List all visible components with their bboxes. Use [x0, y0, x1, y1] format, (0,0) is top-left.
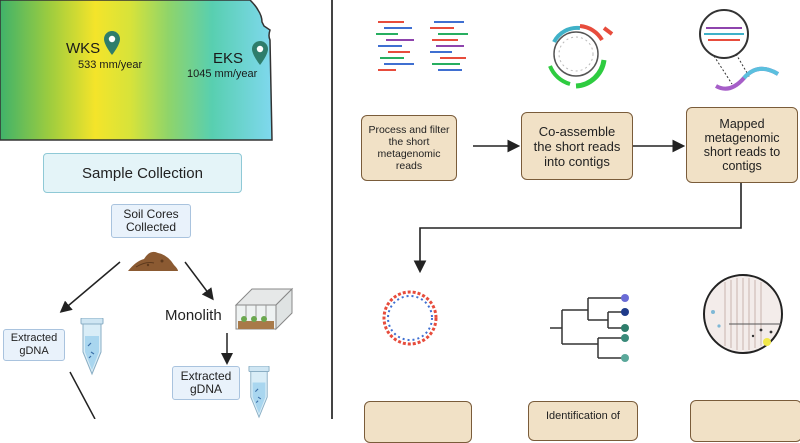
microscope-icon — [703, 274, 783, 354]
wks-rainfall: 533 mm/year — [78, 59, 143, 71]
monolith-label: Monolith — [165, 307, 222, 324]
step-identification: Identification of — [528, 401, 638, 441]
panel-divider — [331, 0, 333, 419]
kansas-map — [0, 0, 273, 141]
step-bottom-1 — [364, 401, 472, 443]
extracted-gdna-left: Extracted gDNA — [3, 329, 65, 361]
step-mapped-reads: Mapped metagenomic short reads to contig… — [686, 107, 798, 183]
tube-icon — [80, 318, 104, 376]
mapping-icon — [699, 9, 780, 91]
tube-icon — [248, 366, 270, 419]
step-bottom-3 — [690, 400, 800, 442]
tree-icon — [550, 294, 629, 362]
extracted-gdna-right: Extracted gDNA — [172, 366, 240, 400]
soil-pile-icon — [128, 251, 178, 271]
sample-collection-title: Sample Collection — [43, 153, 242, 193]
wks-label: WKS — [66, 40, 101, 57]
contig-circle-icon — [548, 24, 614, 89]
plasmid-icon — [382, 290, 438, 346]
greenhouse-icon — [234, 287, 294, 331]
eks-label: EKS — [213, 50, 244, 67]
map-pin-icon — [252, 41, 268, 65]
reads-icon — [376, 21, 468, 71]
step-co-assemble: Co-assemble the short reads into contigs — [521, 112, 633, 180]
eks-rainfall: 1045 mm/year — [187, 68, 258, 80]
soil-cores-box: Soil Cores Collected — [111, 204, 191, 238]
map-pin-icon — [104, 31, 120, 55]
step-process-filter: Process and filter the short metagenomic… — [361, 115, 457, 181]
